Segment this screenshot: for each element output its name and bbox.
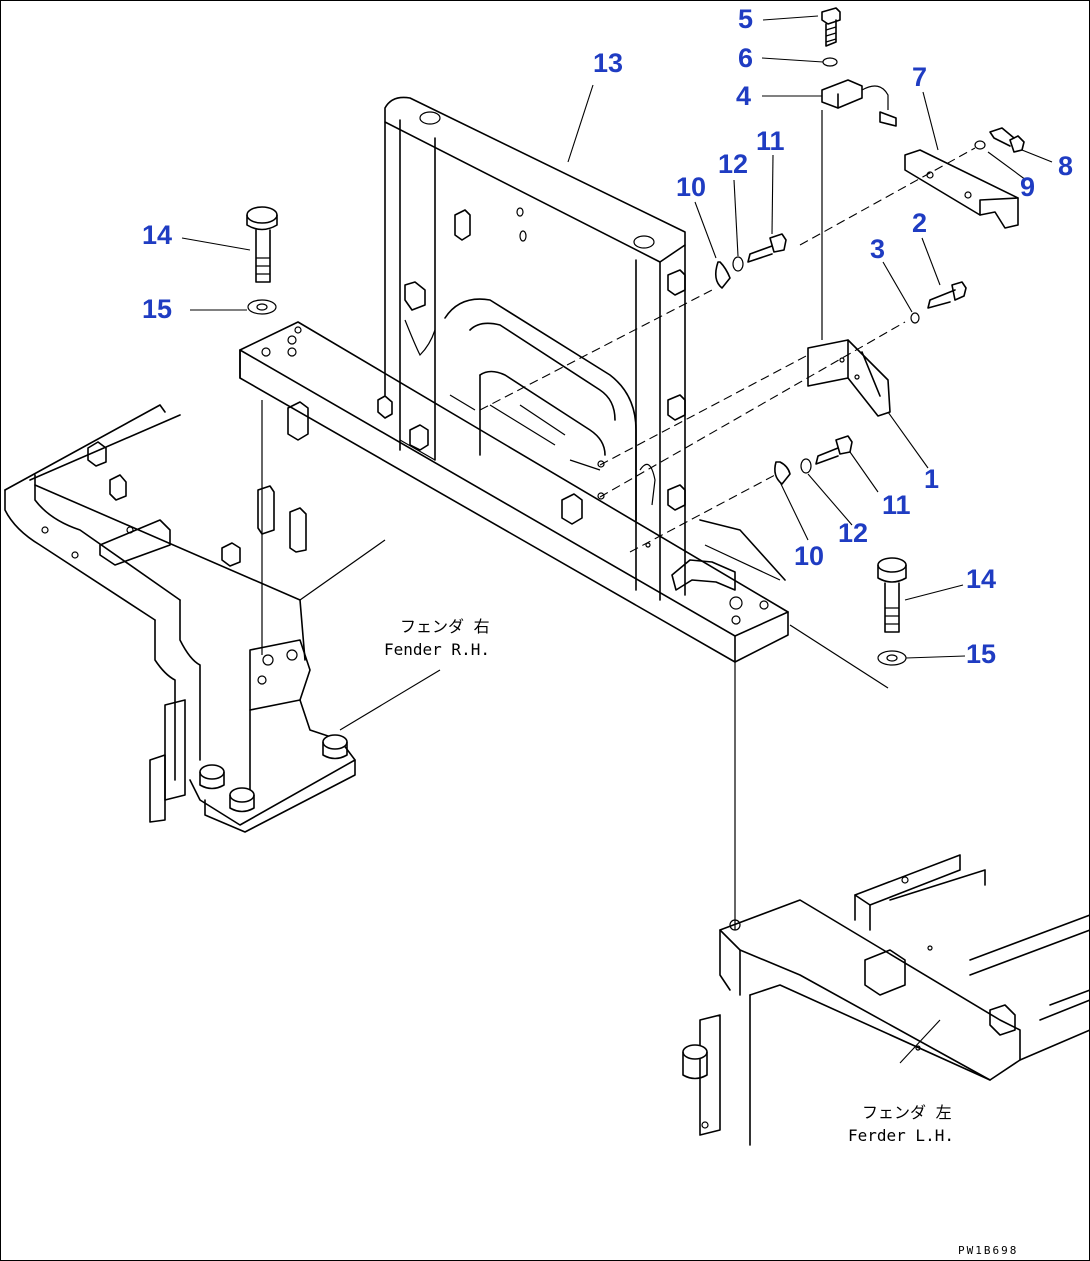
alignment-lines (479, 147, 976, 689)
bolt-14-right (877, 557, 907, 633)
fender-lh-label-en: Ferder L.H. (848, 1126, 954, 1145)
clip-10-upper (714, 261, 731, 289)
washer-15-left (247, 299, 277, 315)
callout-6: 6 (738, 43, 753, 73)
callout-5: 5 (738, 4, 753, 34)
callout-15-right: 15 (966, 639, 996, 669)
bracket-1 (807, 339, 891, 417)
washer-12-lower (800, 458, 812, 474)
callout-10-lower: 10 (794, 541, 824, 571)
callout-1: 1 (924, 464, 939, 494)
washer-3 (910, 312, 920, 324)
main-frame (377, 96, 686, 601)
drawing-code: PW1B698 (958, 1244, 1018, 1257)
bolt-8 (989, 127, 1025, 153)
callout-10-upper: 10 (676, 172, 706, 202)
bolt-11-upper (747, 233, 787, 263)
leader-lines (181, 15, 1053, 1064)
washer-9 (974, 140, 986, 150)
callout-7: 7 (912, 62, 927, 92)
fender-labels: フェンダ 右 Fender R.H. フェンダ 左 Ferder L.H. (384, 617, 954, 1145)
bolt-2 (927, 281, 967, 309)
callout-14-left: 14 (142, 220, 172, 250)
washer-15-right (877, 650, 907, 666)
bolt-14-left (246, 206, 278, 283)
washer-12-upper (732, 256, 744, 272)
callout-12-upper: 12 (718, 149, 748, 179)
callouts: 13 5 6 4 7 8 9 2 3 11 12 10 1 11 12 10 1… (142, 4, 1073, 669)
callout-14-right: 14 (966, 564, 996, 594)
clip-10-lower (774, 461, 791, 485)
bolt-5 (821, 7, 841, 47)
callout-11-upper: 11 (756, 126, 785, 156)
callout-2: 2 (912, 208, 927, 238)
fender-rh (4, 400, 386, 833)
callout-11-lower: 11 (882, 490, 911, 520)
fender-rh-label-en: Fender R.H. (384, 640, 490, 659)
callout-15-left: 15 (142, 294, 172, 324)
base-plate (239, 321, 789, 663)
bolt-11-lower (815, 435, 853, 465)
switch-4 (821, 79, 897, 340)
callout-9: 9 (1020, 172, 1035, 202)
callout-12-lower: 12 (838, 518, 868, 548)
fender-lh (682, 660, 1090, 1146)
callout-4: 4 (736, 81, 751, 111)
washer-6 (822, 57, 838, 67)
callout-13: 13 (593, 48, 623, 78)
callout-3: 3 (870, 234, 885, 264)
fender-rh-label-jp: フェンダ 右 (400, 617, 490, 636)
callout-8: 8 (1058, 151, 1073, 181)
fender-lh-label-jp: フェンダ 左 (862, 1103, 952, 1122)
